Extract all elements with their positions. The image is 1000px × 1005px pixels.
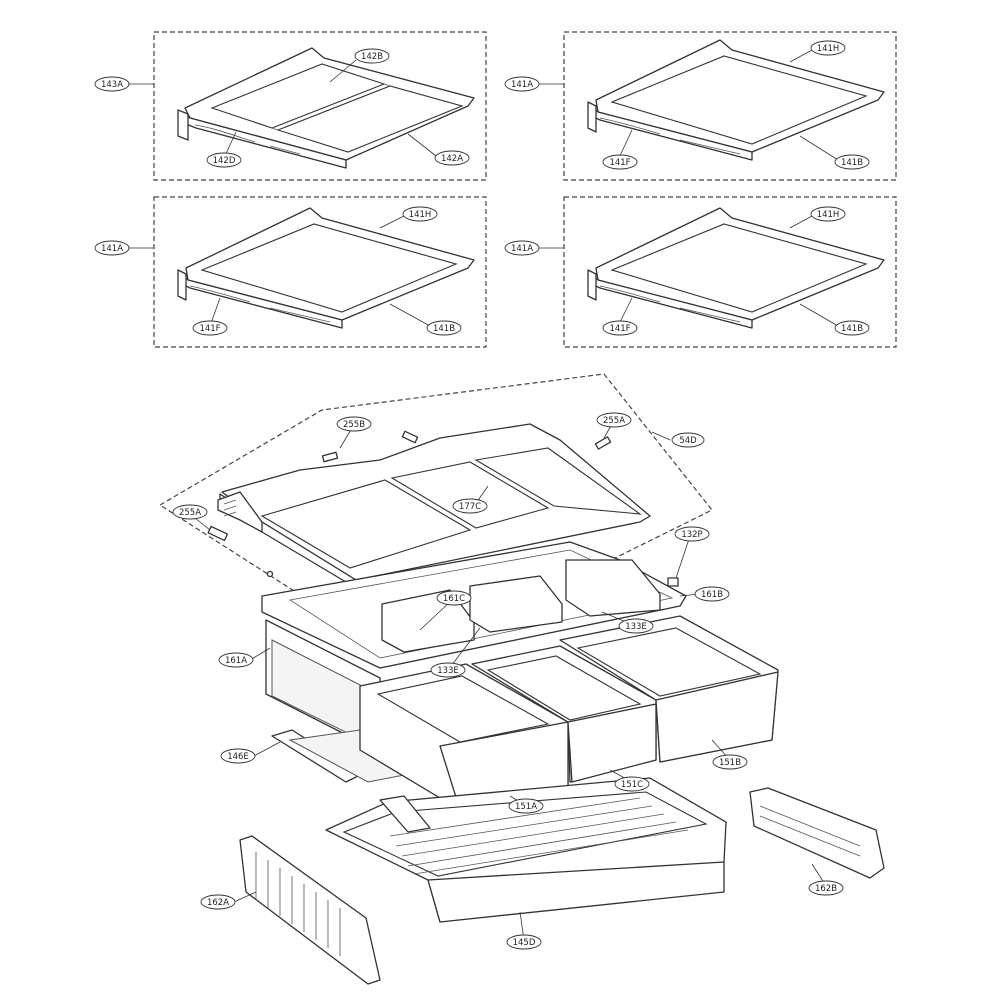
divider-161C-left	[381, 589, 475, 653]
callout-label-161C: 161C	[443, 594, 465, 604]
callout-145D: 145D	[506, 934, 542, 950]
callout-142D: 142D	[206, 152, 242, 168]
callout-label-143A: 143A	[101, 80, 123, 90]
callout-162A: 162A	[200, 894, 236, 910]
callout-143A: 143A	[94, 76, 130, 92]
callout-label-54D: 54D	[679, 436, 697, 446]
shelf-assembly-143A	[177, 47, 475, 169]
callout-label-133E-right: 133E	[625, 622, 647, 632]
clip-255B-right	[401, 430, 419, 444]
callout-255B: 255B	[336, 416, 372, 432]
clip-255A-right	[594, 436, 612, 450]
callout-label-255A-right: 255A	[603, 416, 625, 426]
callout-151C: 151C	[614, 776, 650, 792]
side-cover-162A	[239, 835, 381, 985]
callout-label-141H-mid-left: 141H	[409, 210, 432, 220]
callout-label-142D: 142D	[213, 156, 236, 166]
callout-142A: 142A	[434, 150, 470, 166]
callout-label-151C: 151C	[621, 780, 643, 790]
callout-label-132P: 132P	[681, 530, 702, 540]
callout-label-142A: 142A	[441, 154, 463, 164]
callout-161C: 161C	[436, 590, 472, 606]
crisper-frame-161A	[261, 541, 687, 783]
callout-label-142B: 142B	[361, 52, 383, 62]
divider-161C-mid	[469, 575, 563, 633]
callout-141F-mid-right: 141F	[602, 320, 638, 336]
callout-label-255B: 255B	[343, 420, 365, 430]
callout-141H-mid-right: 141H	[810, 206, 846, 222]
callout-label-161A: 161A	[225, 656, 247, 666]
callout-label-141H-mid-right: 141H	[817, 210, 840, 220]
callout-133E-right: 133E	[618, 618, 654, 634]
clip-132P	[667, 577, 679, 587]
screw	[266, 570, 274, 578]
callout-label-133E-left: 133E	[437, 666, 459, 676]
divider-161B-right	[565, 559, 661, 617]
crisper-drawer-151A	[359, 663, 569, 811]
callout-141H-top-right: 141H	[810, 40, 846, 56]
callout-146E: 146E	[220, 748, 256, 764]
callout-151A: 151A	[508, 798, 544, 814]
glass-panel-141H-mid-left	[200, 223, 458, 313]
side-cover-162B	[749, 787, 885, 879]
callout-141B-mid-right: 141B	[834, 320, 870, 336]
crisper-cover-54D	[217, 423, 651, 589]
callout-label-146E: 146E	[227, 752, 249, 762]
callout-label-141A-mid-left: 141A	[101, 244, 123, 254]
callout-255A-right: 255A	[596, 412, 632, 428]
shelf-assembly-141A-mid-right	[587, 207, 885, 329]
callout-141F-mid-left: 141F	[192, 320, 228, 336]
bottom-tray-145D	[325, 777, 727, 923]
shelf-assembly-141A-top-right	[587, 39, 885, 161]
callout-141B-mid-left: 141B	[426, 320, 462, 336]
callout-177C: 177C	[452, 498, 488, 514]
frame-shelf-141A-mid-left	[153, 196, 487, 348]
crisper-drawer-151B	[559, 615, 779, 763]
glass-panel-142A	[276, 85, 464, 153]
callout-54D: 54D	[671, 432, 705, 448]
callout-label-151B: 151B	[719, 758, 741, 768]
clip-255B-left	[321, 451, 339, 463]
callout-142B: 142B	[354, 48, 390, 64]
crisper-drawer-151C	[471, 645, 657, 783]
callout-label-161B: 161B	[701, 590, 723, 600]
callout-label-141B-mid-left: 141B	[433, 324, 455, 334]
callout-132P: 132P	[674, 526, 710, 542]
callout-label-151A: 151A	[515, 802, 537, 812]
callout-label-162B: 162B	[815, 884, 837, 894]
callout-161A: 161A	[218, 652, 254, 668]
callout-255A-left: 255A	[172, 504, 208, 520]
callout-133E-left: 133E	[430, 662, 466, 678]
glass-panel-141H-mid-right	[610, 223, 868, 313]
callout-label-141A-top-right: 141A	[511, 80, 533, 90]
callout-141A-mid-left: 141A	[94, 240, 130, 256]
callout-label-141B-top-right: 141B	[841, 158, 863, 168]
callout-141H-mid-left: 141H	[402, 206, 438, 222]
callout-label-141A-mid-right: 141A	[511, 244, 533, 254]
callout-161B: 161B	[694, 586, 730, 602]
callout-141B-top-right: 141B	[834, 154, 870, 170]
callout-151B: 151B	[712, 754, 748, 770]
callout-label-255A-left: 255A	[179, 508, 201, 518]
callout-label-141H-top-right: 141H	[817, 44, 840, 54]
callout-162B: 162B	[808, 880, 844, 896]
callout-label-141F-mid-right: 141F	[609, 324, 630, 334]
shelf-assembly-141A-mid-left	[177, 207, 475, 329]
glass-panel-177C	[260, 479, 472, 569]
callout-label-141B-mid-right: 141B	[841, 324, 863, 334]
callout-label-145D: 145D	[513, 938, 536, 948]
callout-141F-top-right: 141F	[602, 154, 638, 170]
frame-shelf-141A-mid-right	[563, 196, 897, 348]
glass-panel-141H-top-right	[610, 55, 868, 145]
callout-label-141F-mid-left: 141F	[199, 324, 220, 334]
callout-label-162A: 162A	[207, 898, 229, 908]
callout-141A-mid-right: 141A	[504, 240, 540, 256]
callout-141A-top-right: 141A	[504, 76, 540, 92]
callout-label-141F-top-right: 141F	[609, 158, 630, 168]
callout-label-177C: 177C	[459, 502, 481, 512]
